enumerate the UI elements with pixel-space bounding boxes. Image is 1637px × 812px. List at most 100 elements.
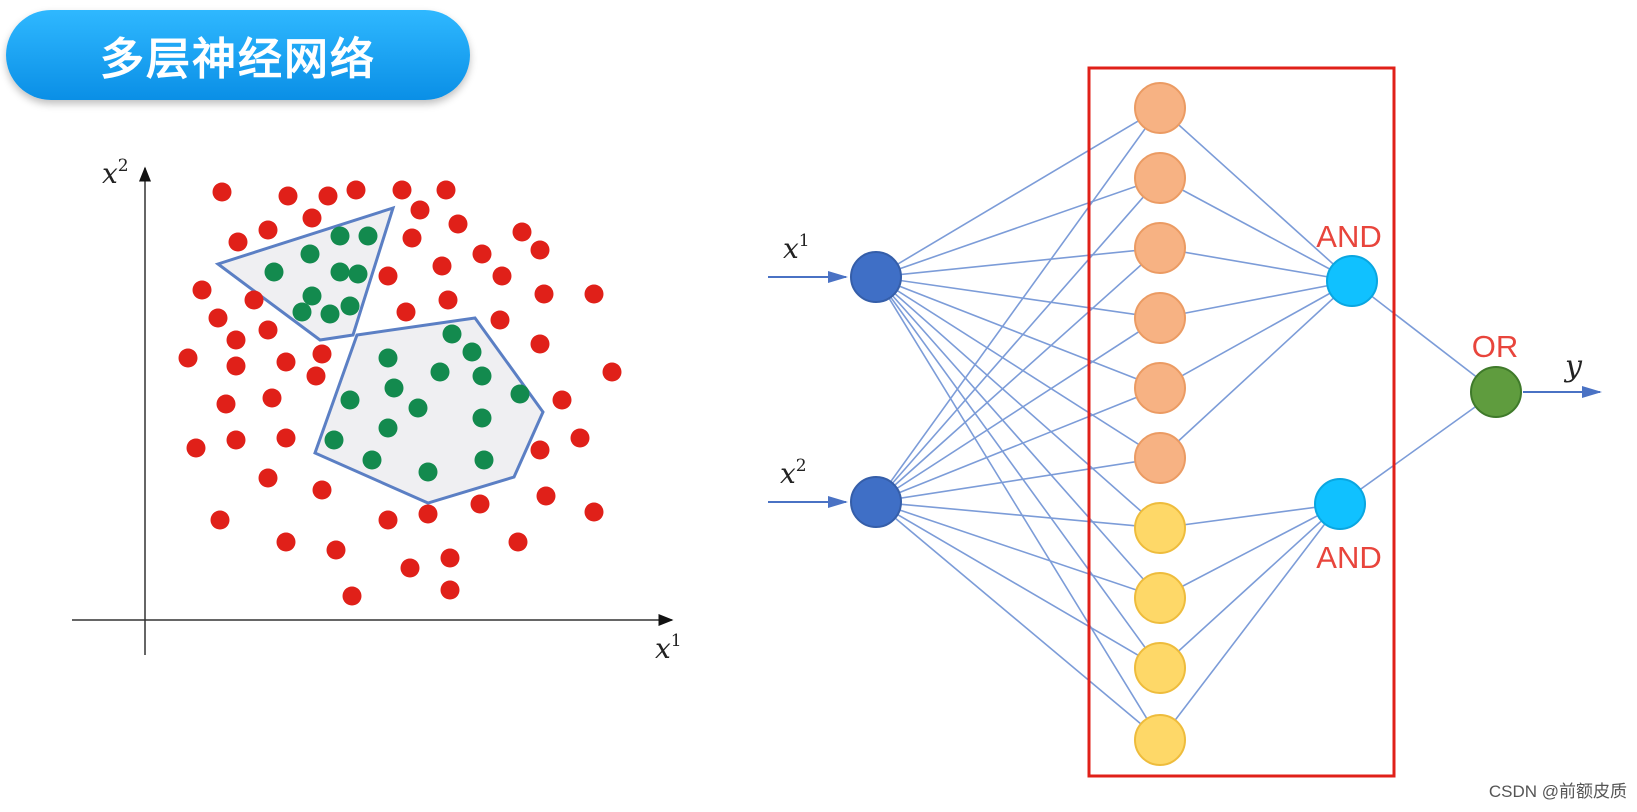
hidden-node — [1134, 362, 1186, 414]
edge-input-hidden — [875, 501, 1161, 529]
inside-point — [340, 390, 360, 410]
inside-point — [418, 462, 438, 482]
outside-point — [508, 532, 528, 552]
outside-point — [378, 266, 398, 286]
edge-hidden-and — [1159, 247, 1353, 282]
edge-input-hidden — [875, 501, 1161, 741]
outside-point — [276, 352, 296, 372]
outside-point — [326, 540, 346, 560]
scatter-plot: x2 x1 — [72, 156, 682, 665]
edge-input-hidden — [875, 457, 1161, 503]
outside-point — [438, 290, 458, 310]
page-title: 多层神经网络 — [100, 34, 376, 85]
inside-point — [474, 450, 494, 470]
edge-input-hidden — [875, 276, 1161, 529]
edge-input-hidden — [875, 276, 1161, 389]
outside-point — [440, 580, 460, 600]
outside-point — [302, 208, 322, 228]
inside-point — [378, 418, 398, 438]
edge-hidden-and — [1159, 280, 1353, 459]
inside-point — [472, 366, 492, 386]
outside-point — [210, 510, 230, 530]
outside-point — [470, 494, 490, 514]
outside-point — [212, 182, 232, 202]
edge-hidden-and — [1159, 503, 1341, 741]
outside-point — [312, 480, 332, 500]
hidden-node — [1134, 82, 1186, 134]
or-node — [1470, 366, 1522, 418]
edge-input-hidden — [875, 247, 1161, 278]
edge-input-hidden — [875, 247, 1161, 503]
inside-point — [300, 244, 320, 264]
outside-point — [490, 310, 510, 330]
network-nodes — [850, 82, 1522, 766]
outside-point — [530, 240, 550, 260]
inside-point — [430, 362, 450, 382]
outside-point — [570, 428, 590, 448]
edge-input-hidden — [875, 276, 1161, 599]
outside-point — [178, 348, 198, 368]
outside-point — [226, 330, 246, 350]
outside-point — [378, 510, 398, 530]
edge-input-hidden — [875, 177, 1161, 278]
edge-hidden-and — [1159, 280, 1353, 319]
edge-input-hidden — [875, 276, 1161, 669]
outside-point — [258, 468, 278, 488]
inside-point — [472, 408, 492, 428]
and-node — [1314, 478, 1366, 530]
edge-input-hidden — [875, 317, 1161, 503]
inside-point — [378, 348, 398, 368]
hidden-node — [1134, 152, 1186, 204]
edge-input-hidden — [875, 107, 1161, 503]
edge-hidden-and — [1159, 503, 1341, 529]
edge-hidden-and — [1159, 503, 1341, 599]
outside-point — [400, 558, 420, 578]
outside-point — [342, 586, 362, 606]
hidden-node — [1134, 502, 1186, 554]
outside-point — [346, 180, 366, 200]
outside-point — [226, 356, 246, 376]
hidden-node — [1134, 432, 1186, 484]
outside-point — [536, 486, 556, 506]
edge-input-hidden — [875, 387, 1161, 503]
outside-point — [530, 440, 550, 460]
inside-point — [264, 262, 284, 282]
inside-point — [330, 226, 350, 246]
outside-point — [226, 430, 246, 450]
inside-point — [358, 226, 378, 246]
hidden-node — [1134, 292, 1186, 344]
outside-point — [396, 302, 416, 322]
or-label: OR — [1472, 329, 1519, 364]
inside-point — [292, 302, 312, 322]
and-node — [1326, 255, 1378, 307]
edge-input-hidden — [875, 501, 1161, 599]
output-label: y — [1563, 349, 1583, 384]
edge-input-hidden — [875, 501, 1161, 669]
x-axis-label: x1 — [655, 631, 682, 665]
inside-point — [302, 286, 322, 306]
outside-point — [440, 548, 460, 568]
outside-point — [208, 308, 228, 328]
inside-point — [442, 324, 462, 344]
outside-point — [448, 214, 468, 234]
edge-input-hidden — [875, 107, 1161, 278]
outside-point — [258, 320, 278, 340]
input-label-2: x2 — [780, 456, 807, 490]
inside-point — [324, 430, 344, 450]
outside-point — [584, 284, 604, 304]
edge-input-hidden — [875, 276, 1161, 459]
inside-point — [348, 264, 368, 284]
edge-input-hidden — [875, 276, 1161, 741]
input-label-1: x1 — [783, 231, 810, 265]
edge-input-hidden — [875, 177, 1161, 503]
hidden-node — [1134, 222, 1186, 274]
edge-and-or — [1351, 280, 1497, 393]
input-node — [850, 251, 902, 303]
inside-point — [320, 304, 340, 324]
outside-point — [472, 244, 492, 264]
edge-and-or — [1339, 391, 1497, 505]
neural-network: x1 x2 y AND AND OR — [768, 66, 1602, 778]
outside-point — [392, 180, 412, 200]
scatter-points — [178, 180, 622, 606]
